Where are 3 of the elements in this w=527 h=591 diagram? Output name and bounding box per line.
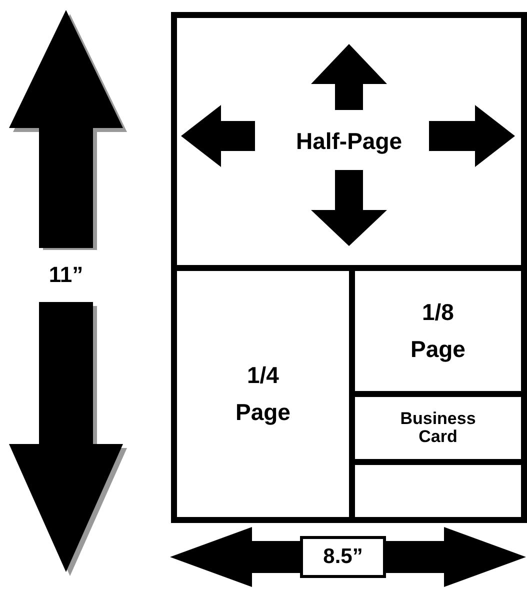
page-frame [171, 12, 527, 523]
dimension-label: 8.5” [300, 536, 386, 578]
dimension-label: 11” [48, 261, 84, 289]
